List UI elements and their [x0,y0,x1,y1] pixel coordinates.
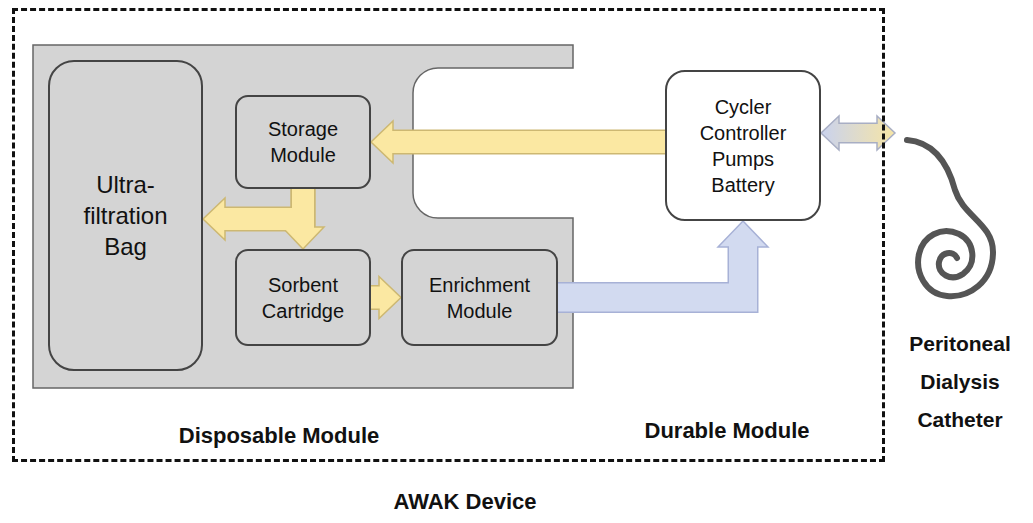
arrow-shaft [390,131,665,153]
arrow-head [718,221,768,247]
module-shape [33,45,573,388]
process-box: Ultra- filtration Bag [48,60,203,371]
box-label: Enrichment Module [415,272,545,324]
arrow-shaft [836,124,880,142]
module-label: Durable Module [644,418,809,444]
arrow-shaft [558,244,743,298]
box-label: Cycler Controller Pumps Battery [693,94,793,198]
process-box: Cycler Controller Pumps Battery [665,70,821,221]
catheter-illustration [895,120,1025,320]
box-label: Ultra- filtration Bag [71,169,181,263]
module-label: AWAK Device [393,489,536,515]
arrow-shaft [371,287,382,309]
module-label: Disposable Module [179,423,379,449]
process-box: Sorbent Cartridge [235,249,371,346]
process-box: Enrichment Module [401,249,558,346]
box-label: Storage Module [248,116,358,168]
catheter-label: Peritoneal Dialysis Catheter [895,325,1025,439]
arrow-shaft [292,189,314,230]
box-label: Sorbent Cartridge [248,272,358,324]
catheter-figure: Peritoneal Dialysis Catheter [895,120,1025,440]
process-box: Storage Module [235,95,371,189]
module-region: Disposable ModuleUltra- filtration BagSt… [33,45,573,388]
catheter-coil [907,140,993,296]
device-boundary: AWAK DeviceDisposable ModuleUltra- filtr… [12,8,885,462]
